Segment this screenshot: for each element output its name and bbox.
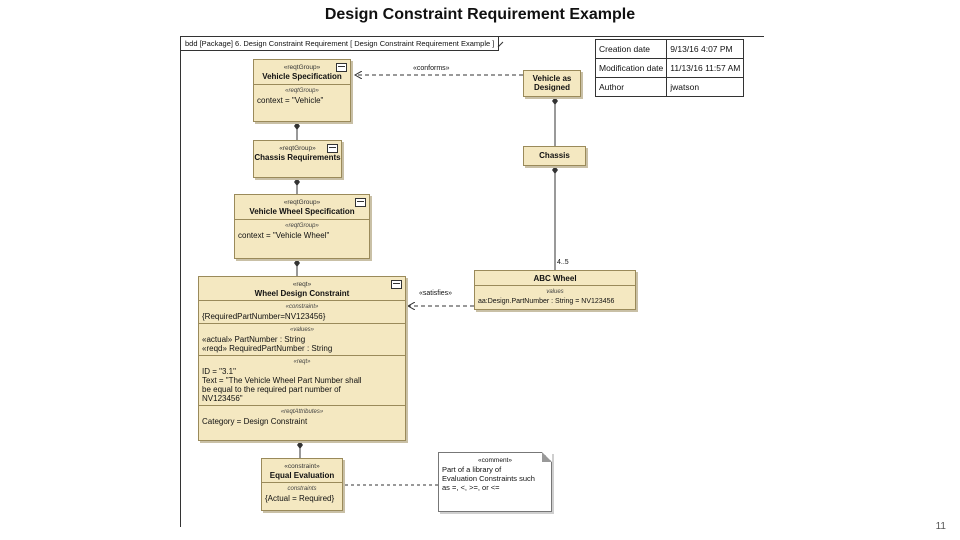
info-key: Modification date xyxy=(594,58,668,78)
info-row-modification: Modification date 11/13/16 11:57 AM xyxy=(594,58,745,78)
section-title: «values» xyxy=(289,327,315,333)
block-stereotype: «reqt» xyxy=(292,281,312,288)
section-title: constraints xyxy=(287,486,317,492)
section-title: «reqtAttributes» xyxy=(280,409,324,415)
satisfies-label: «satisfies» xyxy=(419,290,453,297)
block-name: Wheel Design Constraint xyxy=(254,289,350,298)
context-line: context = "Vehicle" xyxy=(257,96,324,105)
note-line: Part of a library of xyxy=(442,465,502,474)
diagram-frame-header: bdd [Package] 6. Design Constraint Requi… xyxy=(181,37,500,51)
note-line: as =, <, >=, or <= xyxy=(442,483,500,492)
wheel-design-constraint-block[interactable]: «reqt» Wheel Design Constraint «constrai… xyxy=(198,276,406,441)
chassis-requirements-block[interactable]: «reqtGroup» Chassis Requirements xyxy=(253,140,342,178)
package-icon xyxy=(336,63,347,72)
constraint-line: {Actual = Required} xyxy=(265,494,335,503)
value-line: aa:Design.PartNumber : String = NV123456 xyxy=(478,298,615,305)
vehicle-wheel-specification-block[interactable]: «reqtGroup» Vehicle Wheel Specification … xyxy=(234,194,370,259)
vehicle-specification-block[interactable]: «reqtGroup» Vehicle Specification «reqtG… xyxy=(253,59,351,122)
abc-wheel-block[interactable]: ABC Wheel values aa:Design.PartNumber : … xyxy=(474,270,636,310)
block-stereotype: «reqtGroup» xyxy=(283,64,321,71)
comment-note[interactable]: «comment» Part of a library of Evaluatio… xyxy=(438,452,552,512)
info-row-author: Author jwatson xyxy=(594,77,745,97)
reqt-line: be equal to the required part number of xyxy=(202,385,341,394)
section-title: values xyxy=(546,289,564,295)
constraint-line: {RequiredPartNumber=NV123456} xyxy=(202,312,326,321)
section-title: «reqtGroup» xyxy=(285,223,319,229)
block-name: Chassis xyxy=(539,151,570,160)
block-name: Vehicle Wheel Specification xyxy=(249,207,355,216)
block-stereotype: «reqtGroup» xyxy=(279,145,316,152)
info-key: Author xyxy=(594,77,668,97)
reqt-line: NV123456" xyxy=(202,394,243,403)
attribute-line: Category = Design Constraint xyxy=(202,417,308,426)
section-title: «reqt» xyxy=(293,359,311,365)
block-name: Equal Evaluation xyxy=(269,471,335,480)
package-icon xyxy=(355,198,366,207)
reqt-line: Text = "The Vehicle Wheel Part Number sh… xyxy=(202,376,362,385)
note-stereotype: «comment» xyxy=(478,457,512,464)
note-line: Evaluation Constraints such xyxy=(442,474,535,483)
value-line: «reqd» RequiredPartNumber : String xyxy=(202,344,333,353)
package-icon xyxy=(327,144,338,153)
equal-evaluation-block[interactable]: «constraint» Equal Evaluation constraint… xyxy=(261,458,343,511)
section-title: «reqtGroup» xyxy=(285,88,319,94)
reqt-line: ID = "3.1" xyxy=(202,367,236,376)
conforms-label: «conforms» xyxy=(413,65,450,72)
vehicle-as-designed-block[interactable]: Vehicle as Designed xyxy=(523,70,581,97)
block-name: Chassis Requirements xyxy=(254,153,341,162)
info-value: 9/13/16 4:07 PM xyxy=(666,39,745,59)
page-number: 11 xyxy=(935,521,946,532)
multiplicity-label: 4..5 xyxy=(557,259,569,266)
block-name: Vehicle as Designed xyxy=(532,74,572,92)
block-stereotype: «constraint» xyxy=(284,463,320,470)
block-stereotype: «reqtGroup» xyxy=(283,199,321,206)
requirement-icon xyxy=(391,280,402,289)
info-row-creation: Creation date 9/13/16 4:07 PM xyxy=(594,39,745,59)
diagram-info-table: Creation date 9/13/16 4:07 PM Modificati… xyxy=(594,39,745,97)
info-value: jwatson xyxy=(666,77,745,97)
slide-title: Design Constraint Requirement Example xyxy=(324,6,636,23)
block-name: ABC Wheel xyxy=(533,274,577,283)
chassis-block[interactable]: Chassis xyxy=(523,146,586,166)
context-line: context = "Vehicle Wheel" xyxy=(238,231,330,240)
block-name: Vehicle Specification xyxy=(262,72,342,81)
info-key: Creation date xyxy=(594,39,668,59)
value-line: «actual» PartNumber : String xyxy=(202,335,306,344)
section-title: «constraint» xyxy=(285,304,319,310)
info-value: 11/13/16 11:57 AM xyxy=(666,58,745,78)
